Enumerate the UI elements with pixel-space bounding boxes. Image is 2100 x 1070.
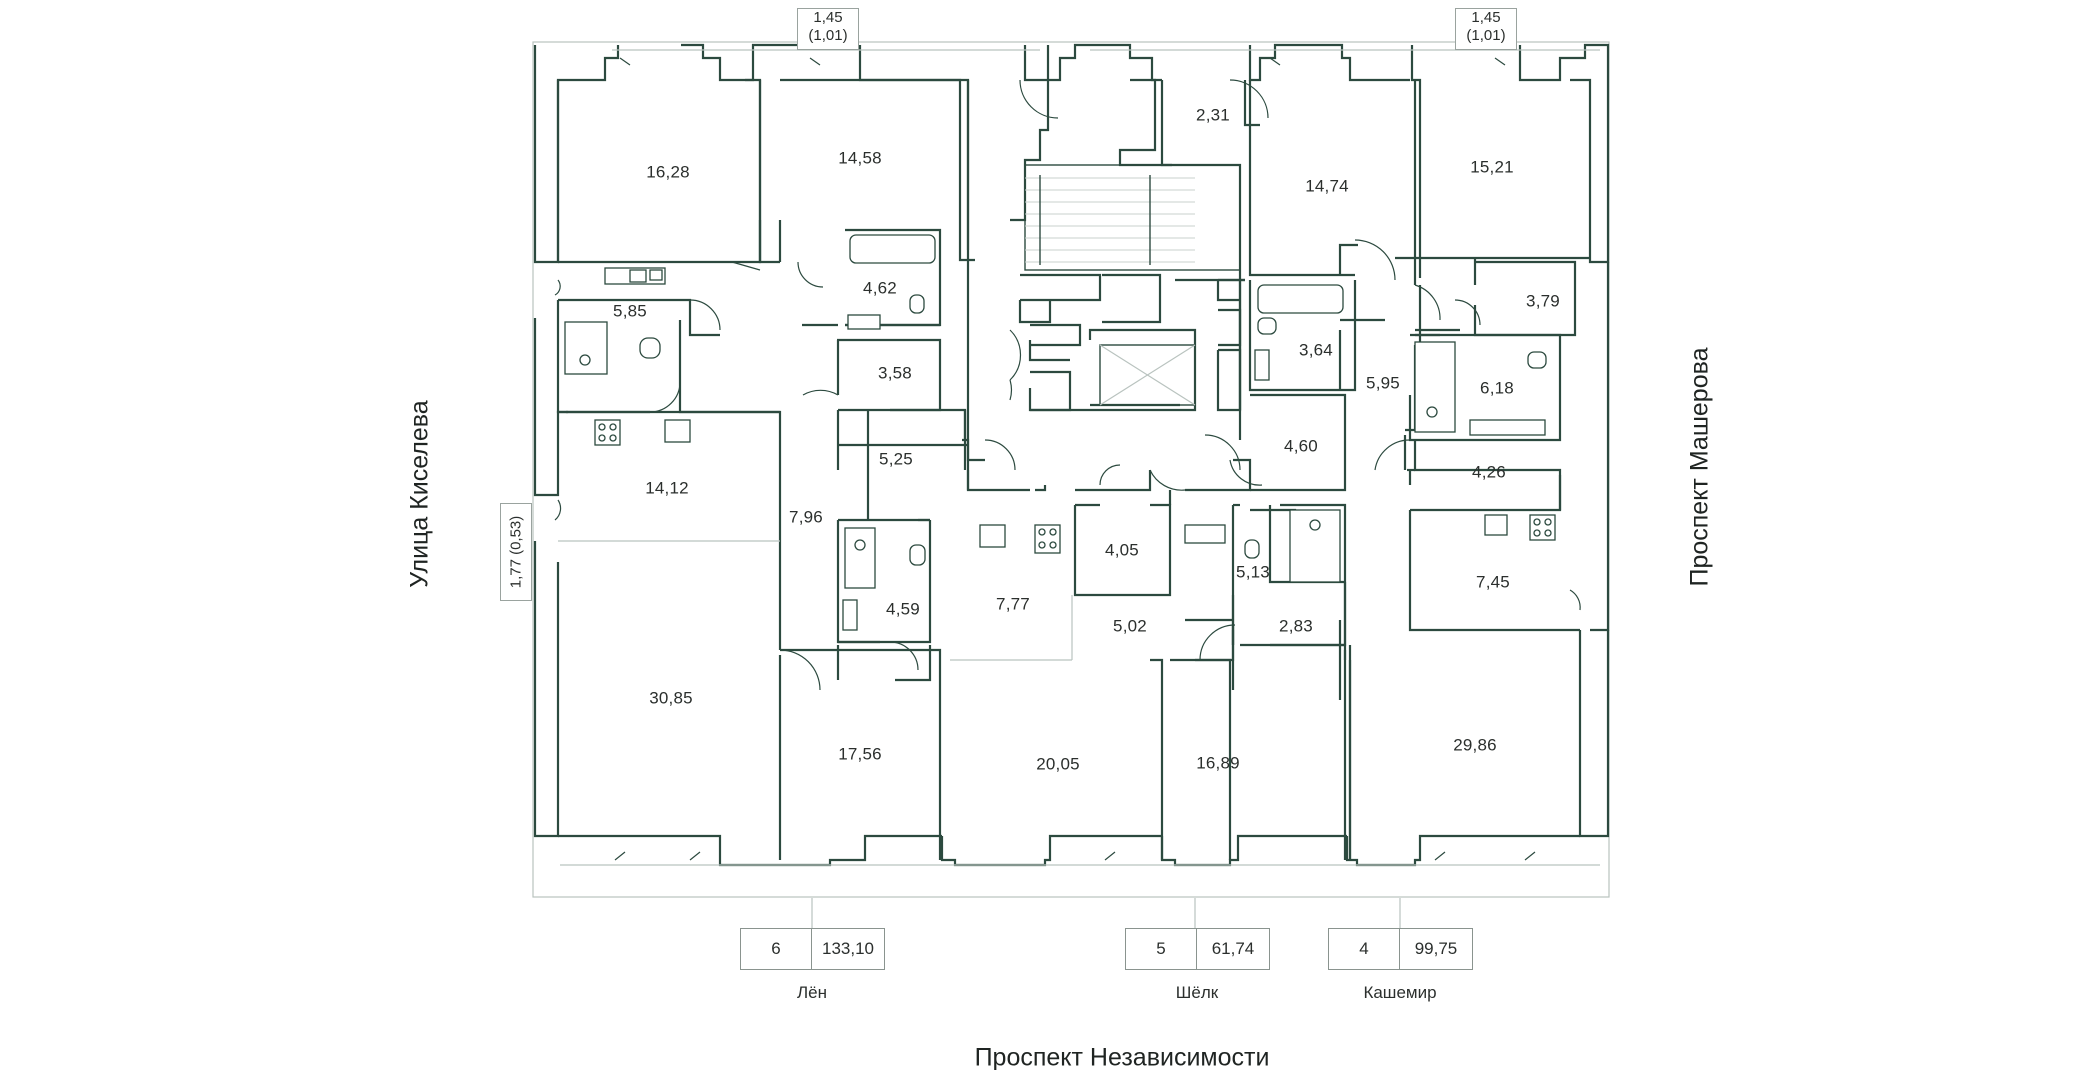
room-area: 14,12 <box>645 478 689 498</box>
apartment-summary-shelk[interactable]: 5 61,74 <box>1125 928 1270 970</box>
balcony-area-reduced: (1,01) <box>808 27 848 44</box>
room-area: 5,25 <box>879 449 913 469</box>
room-count: 4 <box>1329 929 1400 969</box>
light-lines <box>558 49 1600 866</box>
balcony-area-text: 1,77 (0,53) <box>507 515 525 589</box>
apartment-summary-kashemir[interactable]: 4 99,75 <box>1328 928 1473 970</box>
room-area: 4,26 <box>1472 462 1506 482</box>
room-area: 29,86 <box>1453 735 1497 755</box>
stairwell <box>1024 164 1241 406</box>
room-area: 7,45 <box>1476 572 1510 592</box>
room-area: 4,62 <box>863 278 897 298</box>
room-area: 4,59 <box>886 599 920 619</box>
outer-walls <box>533 43 1610 867</box>
room-area: 5,02 <box>1113 616 1147 636</box>
room-area: 30,85 <box>649 688 693 708</box>
room-area: 6,18 <box>1480 378 1514 398</box>
apartment-name: Лён <box>797 983 827 1002</box>
total-area: 99,75 <box>1414 939 1458 958</box>
room-area: 5,13 <box>1236 562 1270 582</box>
balcony-label-top-left: 1,45 (1,01) <box>797 8 859 50</box>
room-area: 15,21 <box>1470 157 1514 177</box>
balcony-label-left: 1,77 (0,53) <box>500 503 532 601</box>
room-area: 5,95 <box>1366 373 1400 393</box>
room-area: 5,85 <box>613 301 647 321</box>
room-area: 3,79 <box>1526 291 1560 311</box>
room-area: 7,77 <box>996 594 1030 614</box>
street-label-right: Проспект Машерова <box>1685 347 1714 587</box>
apartment-name: Кашемир <box>1363 983 1437 1002</box>
room-count: 5 <box>1126 929 1197 969</box>
total-area: 133,10 <box>822 939 874 958</box>
room-area: 3,64 <box>1299 340 1333 360</box>
interior-walls <box>556 45 1590 860</box>
room-area: 16,28 <box>646 162 690 182</box>
room-area: 16,89 <box>1196 753 1240 773</box>
apartment-summary-len[interactable]: 6 133,10 <box>740 928 885 970</box>
doors <box>554 57 1581 861</box>
balcony-area: 1,45 <box>1471 9 1501 26</box>
balcony-area: 1,45 <box>813 9 843 26</box>
room-area: 20,05 <box>1036 754 1080 774</box>
room-area: 2,31 <box>1196 105 1230 125</box>
balcony-label-top-right: 1,45 (1,01) <box>1455 8 1517 50</box>
room-count: 6 <box>741 929 812 969</box>
balcony-area-reduced: (1,01) <box>1466 27 1506 44</box>
fixtures <box>564 234 1556 631</box>
room-area: 3,58 <box>878 363 912 383</box>
total-area: 61,74 <box>1211 939 1255 958</box>
room-area: 14,74 <box>1305 176 1349 196</box>
room-area: 4,60 <box>1284 436 1318 456</box>
room-area: 2,83 <box>1279 616 1313 636</box>
street-label-left: Улица Киселева <box>405 400 434 588</box>
room-area: 17,56 <box>838 744 882 764</box>
street-label-bottom: Проспект Независимости <box>974 1043 1270 1070</box>
apartment-name: Шёлк <box>1175 983 1219 1002</box>
room-area: 14,58 <box>838 148 882 168</box>
room-area: 4,05 <box>1105 540 1139 560</box>
room-area: 7,96 <box>789 507 823 527</box>
